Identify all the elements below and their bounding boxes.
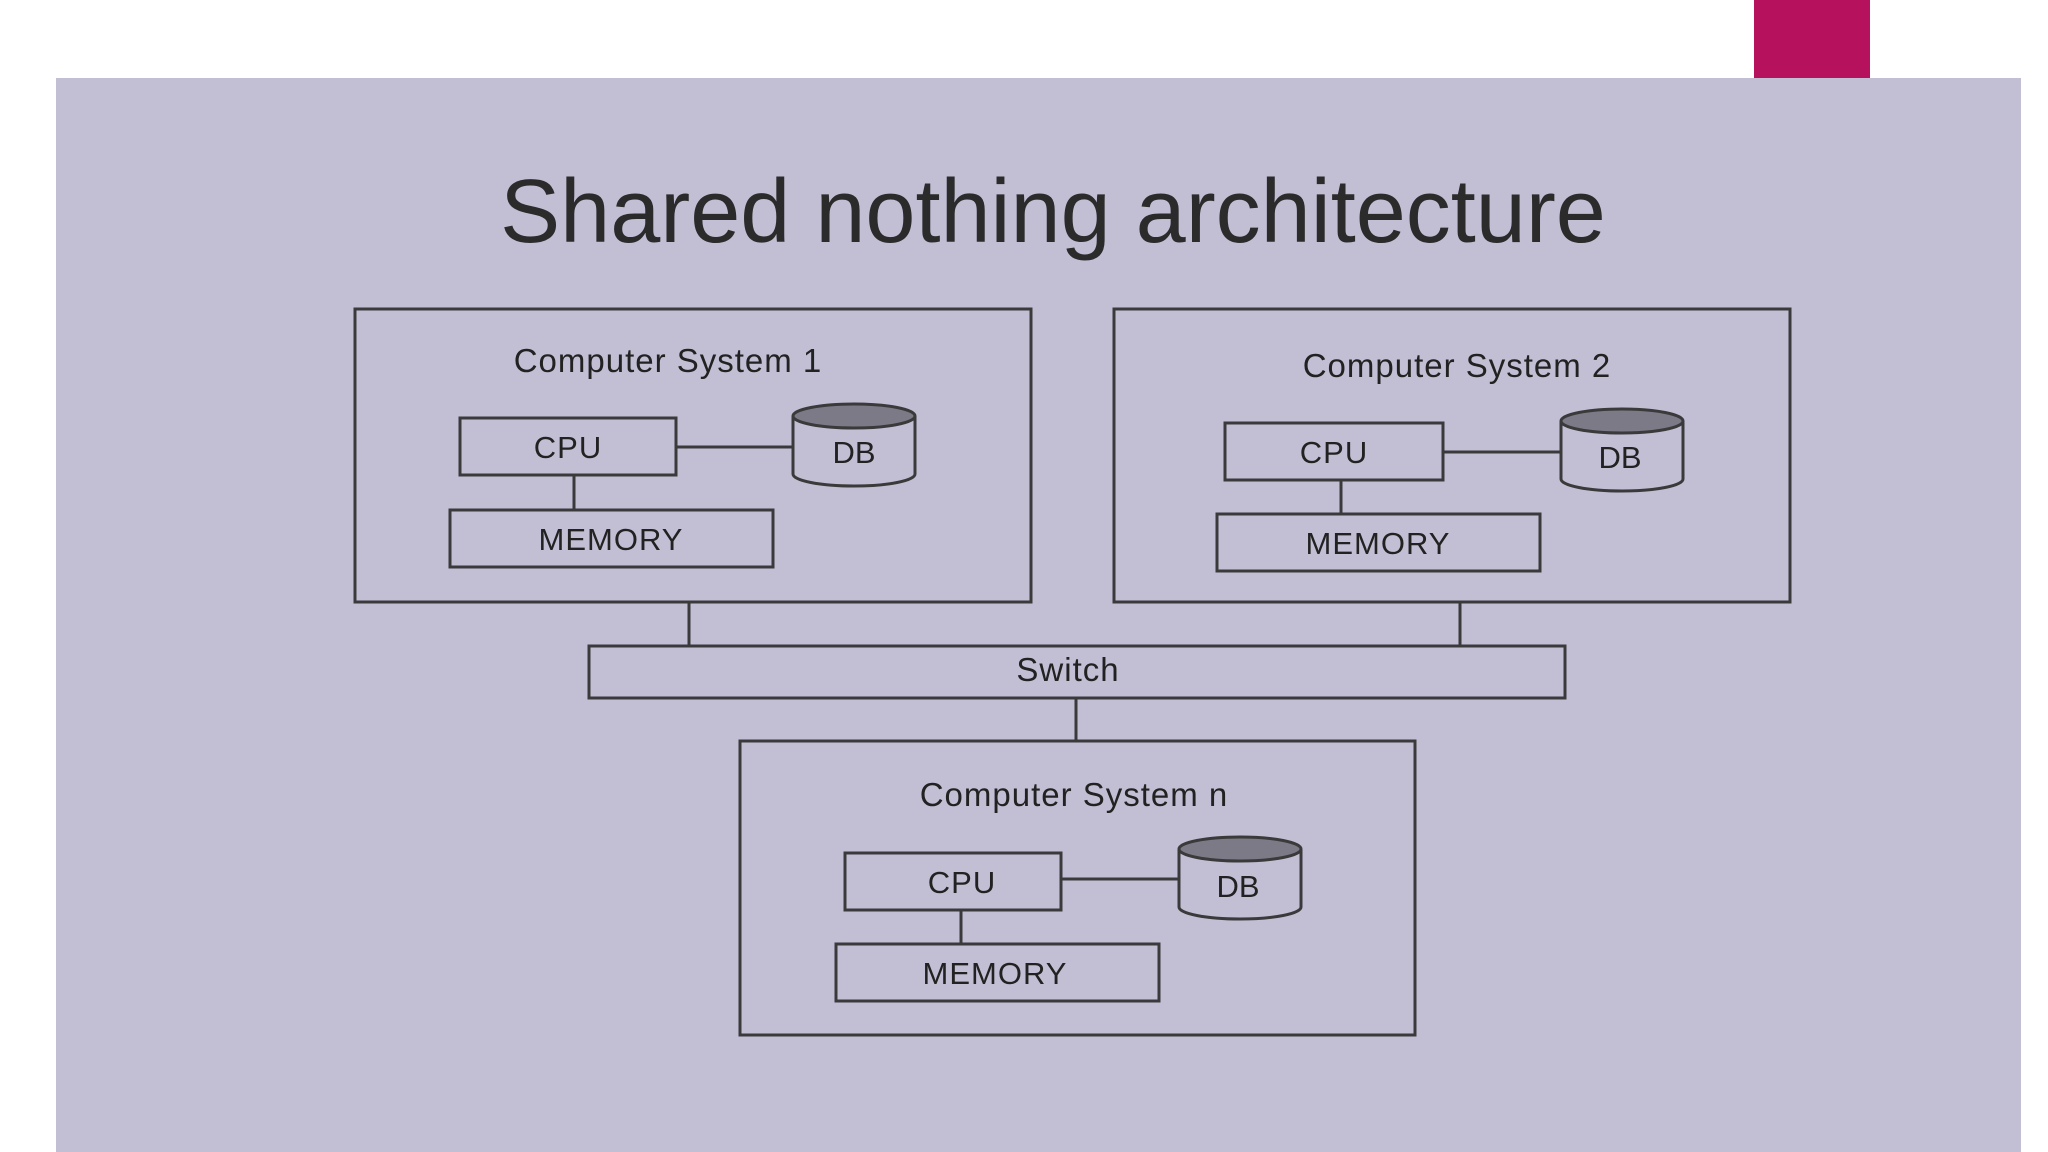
cpu-box <box>843 851 1063 912</box>
system-frame <box>738 739 1417 1037</box>
db-label: DB <box>1598 440 1641 475</box>
memory-box <box>448 508 775 569</box>
system-title: Computer System 2 <box>1303 347 1612 384</box>
figure-panel <box>56 78 2021 1152</box>
memory-label: MEMORY <box>923 956 1068 991</box>
system-title: Computer System 1 <box>514 342 823 379</box>
accent-bar <box>1754 0 1870 78</box>
system-frame <box>353 307 1033 604</box>
page-title: Shared nothing architecture <box>500 162 1606 262</box>
cpu-label: CPU <box>928 865 996 900</box>
computer-system-n: Computer System n CPU MEMORY DB <box>738 739 1417 1037</box>
memory-box <box>1215 512 1542 573</box>
memory-box <box>834 942 1161 1003</box>
memory-label: MEMORY <box>539 522 684 557</box>
memory-label: MEMORY <box>1306 526 1451 561</box>
db-label: DB <box>832 435 875 470</box>
computer-system-2: Computer System 2 CPU MEMORY DB <box>1112 307 1792 604</box>
db-cylinder-icon <box>1559 407 1685 493</box>
switch: Switch <box>587 602 1567 741</box>
cpu-label: CPU <box>1300 435 1368 470</box>
system-frame <box>1112 307 1792 604</box>
computer-system-1: Computer System 1 CPU MEMORY DB <box>353 307 1033 604</box>
db-label: DB <box>1216 869 1259 904</box>
db-cylinder-icon <box>791 402 917 488</box>
cpu-label: CPU <box>534 430 602 465</box>
switch-label: Switch <box>1016 651 1119 688</box>
db-cylinder-icon <box>1177 835 1303 921</box>
system-title: Computer System n <box>920 776 1229 813</box>
